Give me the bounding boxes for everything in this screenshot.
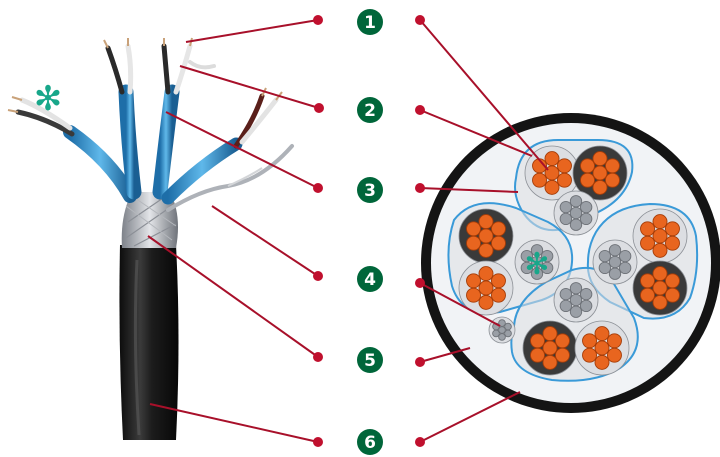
pair-inner-right xyxy=(160,38,192,192)
cable-outer-jacket xyxy=(119,245,178,440)
leader-dot xyxy=(415,15,425,25)
leader-dot xyxy=(313,271,323,281)
leader-dot xyxy=(415,437,425,447)
callout-badge-1: 1 xyxy=(357,9,383,35)
leader-line xyxy=(212,206,318,276)
leader-dot xyxy=(313,437,323,447)
pair-left xyxy=(8,97,130,196)
callout-badge-6: 6 xyxy=(357,429,383,455)
badge-number: 2 xyxy=(364,101,376,121)
cable-cross-section: ✻ xyxy=(421,113,720,413)
copper-conductor xyxy=(523,321,577,375)
callout-badge-4: 4 xyxy=(357,266,383,292)
leader-line xyxy=(420,392,520,442)
badge-number: 4 xyxy=(364,270,376,290)
copper-conductor xyxy=(459,261,513,315)
leader-dot xyxy=(314,103,324,113)
callout-badge-5: 5 xyxy=(357,347,383,373)
shielded-pair-marker-right: ✻ xyxy=(524,247,549,282)
leader-dot xyxy=(313,15,323,25)
pair-right xyxy=(168,88,282,198)
tinned-conductor xyxy=(554,191,598,235)
copper-conductor xyxy=(459,209,513,263)
shielded-pair-marker-left: ✻ xyxy=(34,79,63,119)
leader-dot xyxy=(313,183,323,193)
leader-dot xyxy=(415,183,425,193)
callout-badges: 1 2 3 4 5 6 xyxy=(357,9,383,455)
leader-dot xyxy=(415,278,425,288)
tinned-conductor xyxy=(489,317,515,343)
leader-dot xyxy=(313,352,323,362)
badge-number: 1 xyxy=(364,13,376,33)
copper-conductor xyxy=(633,261,687,315)
tinned-conductor xyxy=(554,278,598,322)
badge-number: 6 xyxy=(364,433,376,453)
leader-line xyxy=(180,66,319,108)
leader-dot xyxy=(415,105,425,115)
badge-number: 3 xyxy=(364,181,376,201)
callout-badge-3: 3 xyxy=(357,177,383,203)
tinned-conductor xyxy=(593,240,637,284)
copper-conductor xyxy=(575,321,629,375)
leader-dot xyxy=(415,357,425,367)
badge-number: 5 xyxy=(364,351,376,371)
leader-line xyxy=(186,20,318,42)
callout-badge-2: 2 xyxy=(357,97,383,123)
copper-conductor xyxy=(633,209,687,263)
